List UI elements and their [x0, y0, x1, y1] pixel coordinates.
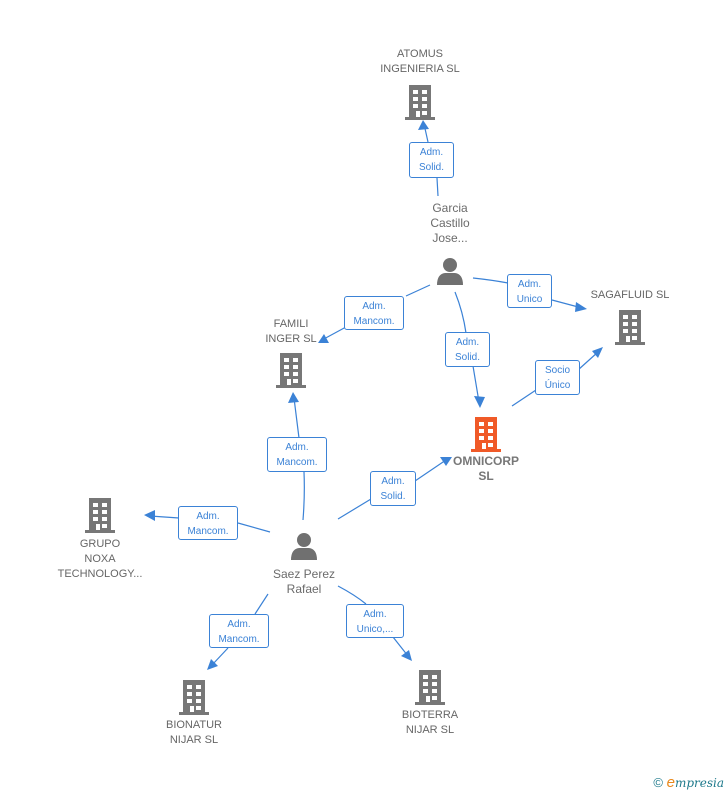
edge-label-garcia-sagafluid[interactable]: Adm. Unico: [507, 274, 552, 308]
edge-saez-bioterra-arrow: [401, 650, 412, 661]
node-label: Garcia Castillo Jose...: [430, 201, 470, 245]
node-label: FAMILI INGER SL: [265, 318, 317, 345]
edge-label-saez-omnicorp[interactable]: Adm. Solid.: [370, 471, 416, 506]
edge-garcia-atomus-arrow: [418, 120, 429, 130]
copyright-icon: ©: [653, 775, 663, 790]
node-company-bioterra[interactable]: BIOTERRA NIJAR SL: [385, 668, 475, 738]
building-icon: [471, 417, 501, 452]
edge-garcia-omnicorp-arrow: [474, 396, 485, 408]
edge-garcia-famili-arrow: [318, 334, 329, 343]
node-label: SAGAFLUID SL: [590, 289, 670, 301]
node-company-atomus[interactable]: ATOMUS INGENIERIA SL: [360, 47, 480, 121]
brand-logo-text: mpresia: [674, 776, 724, 790]
building-icon: [415, 670, 445, 705]
edge-label-garcia-atomus[interactable]: Adm. Solid.: [409, 142, 454, 178]
brand-footer: © empresia: [653, 774, 724, 791]
edge-garcia-sagafluid-arrow: [575, 302, 587, 312]
node-company-famili[interactable]: FAMILI INGER SL: [246, 317, 336, 389]
node-label: BIOTERRA NIJAR SL: [401, 709, 459, 736]
person-icon: [437, 258, 463, 285]
edge-label-omnicorp-sagafluid[interactable]: Socio Único: [535, 360, 580, 395]
edge-saez-famili: [293, 397, 305, 521]
building-icon: [85, 498, 115, 533]
node-label: ATOMUS INGENIERIA SL: [380, 48, 460, 75]
edge-omnicorp-sagafluid-arrow: [592, 347, 603, 358]
building-icon: [615, 310, 645, 345]
node-label: GRUPO NOXA TECHNOLOGY...: [57, 538, 143, 580]
edge-label-saez-bioterra[interactable]: Adm. Unico,...: [346, 604, 404, 638]
building-icon: [405, 85, 435, 120]
node-company-bionatur[interactable]: BIONATUR NIJAR SL: [149, 678, 239, 748]
edge-label-garcia-famili[interactable]: Adm. Mancom.: [344, 296, 404, 330]
edge-label-saez-bionatur[interactable]: Adm. Mancom.: [209, 614, 269, 648]
edge-saez-grupo-arrow: [144, 510, 155, 521]
node-person-saez[interactable]: Saez Perez Rafael: [254, 531, 354, 597]
edge-label-saez-famili[interactable]: Adm. Mancom.: [267, 437, 327, 472]
node-label: BIONATUR NIJAR SL: [165, 719, 223, 746]
node-company-grupo-noxa[interactable]: GRUPO NOXA TECHNOLOGY...: [45, 496, 155, 582]
edge-saez-bionatur-arrow: [207, 659, 218, 670]
edge-omnicorp-sagafluid: [511, 351, 599, 407]
building-icon: [179, 680, 209, 715]
node-company-sagafluid[interactable]: SAGAFLUID SL: [575, 288, 685, 346]
node-person-garcia[interactable]: Garcia Castillo Jose...: [400, 201, 500, 286]
node-company-omnicorp[interactable]: OMNICORP SL: [436, 415, 536, 484]
brand-logo-initial: e: [666, 774, 675, 791]
edge-saez-famili-arrow: [288, 392, 299, 403]
node-label: OMNICORP SL: [453, 454, 519, 483]
edge-garcia-omnicorp: [454, 291, 480, 403]
edge-label-garcia-omnicorp[interactable]: Adm. Solid.: [445, 332, 490, 367]
node-label: Saez Perez Rafael: [272, 567, 336, 596]
edge-saez-bionatur: [211, 593, 269, 666]
person-icon: [291, 533, 317, 560]
edge-saez-omnicorp-arrow: [440, 457, 452, 466]
edge-label-saez-grupo[interactable]: Adm. Mancom.: [178, 506, 238, 540]
edge-saez-omnicorp: [337, 459, 447, 520]
building-icon: [276, 353, 306, 388]
